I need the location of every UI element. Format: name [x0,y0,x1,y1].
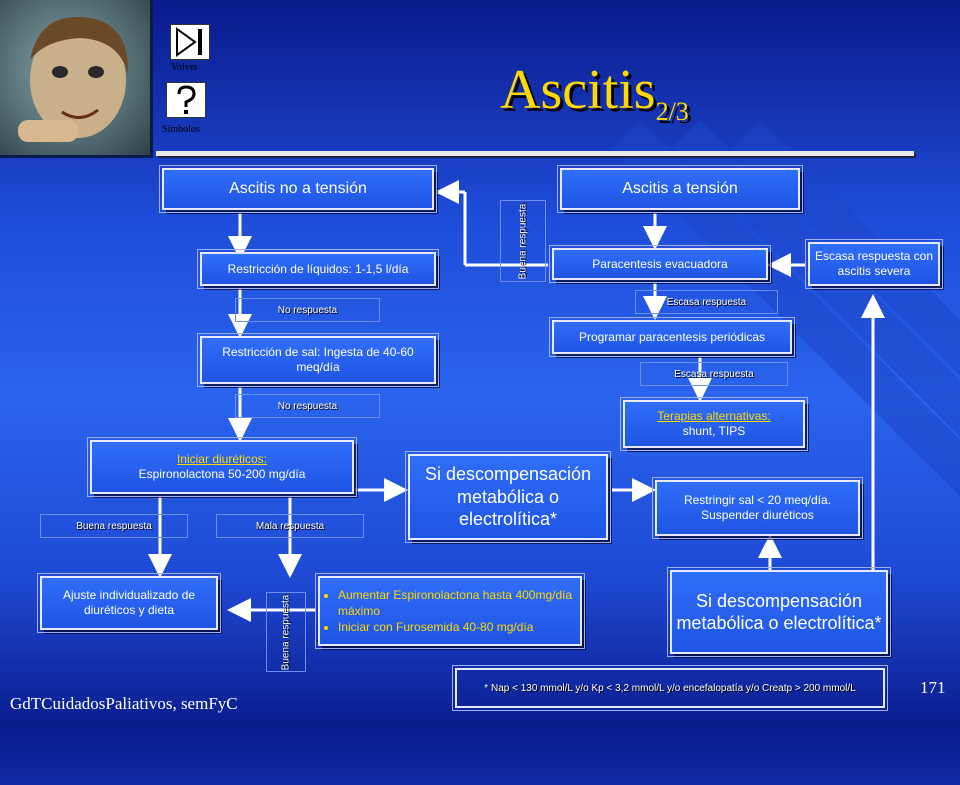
treatment-list: Aumentar Espironolactona hasta 400mg/día… [320,587,580,636]
page-number: 171 [920,678,946,697]
si-descompensacion-box-1[interactable]: Si descompensación metabólica o electrol… [405,451,611,543]
treatment-item: Aumentar Espironolactona hasta 400mg/día… [338,587,580,619]
restriccion-sal-box[interactable]: Restricción de sal: Ingesta de 40-60 meq… [197,333,439,387]
escasa-respuesta-severa-box[interactable]: Escasa respuesta con ascitis severa [805,239,943,289]
buena-respuesta-vertical-top: Buena respuesta [500,200,546,282]
iniciar-diureticos-box[interactable]: Iniciar diuréticos: Espironolactona 50-2… [87,437,357,497]
footer-credit: GdTCuidadosPaliativos, semFyC [10,694,238,713]
ascitis-tension-box[interactable]: Ascitis a tensión [557,165,803,213]
buena-respuesta-vertical-bottom: Buena respuesta [266,592,306,672]
back-label[interactable]: Volver [171,62,198,73]
footnote: * Nap < 130 mmol/L y/o Kp < 3,2 mmol/L y… [452,665,888,711]
play-back-icon [176,27,202,57]
restringir-sal-box[interactable]: Restringir sal < 20 meq/día. Suspender d… [652,477,863,539]
symbols-label[interactable]: Símbolos [162,124,200,135]
no-respuesta-label-1: No respuesta [235,298,380,322]
page-title: Ascitis2/3 [500,59,689,127]
programar-paracentesis-box[interactable]: Programar paracentesis periódicas [549,317,795,357]
buena-respuesta-label: Buena respuesta [40,514,188,538]
escasa-respuesta-label-2: Escasa respuesta [640,362,788,386]
back-button[interactable] [170,24,210,60]
diureticos-text: Espironolactona 50-200 mg/día [138,467,306,481]
si-descompensacion-box-2[interactable]: Si descompensación metabólica o electrol… [667,567,891,657]
restriccion-liquidos-box[interactable]: Restricción de líquidos: 1-1,5 l/día [197,249,439,289]
question-icon [177,85,196,114]
diureticos-title: Iniciar diuréticos: [176,452,268,466]
title-divider [156,151,914,156]
ascitis-no-tension-box[interactable]: Ascitis no a tensión [159,165,437,213]
paracentesis-box[interactable]: Paracentesis evacuadora [549,245,771,283]
terapias-text: shunt, TIPS [682,424,746,438]
no-respuesta-label-2: No respuesta [235,394,380,418]
ajuste-individualizado-box[interactable]: Ajuste individualizado de diuréticos y d… [37,573,221,633]
aumentar-espironolactona-box[interactable]: Aumentar Espironolactona hasta 400mg/día… [315,573,585,649]
symbols-button[interactable] [166,82,206,118]
portrait-image [0,0,153,158]
escasa-respuesta-label-1: Escasa respuesta [635,290,778,314]
terapias-title: Terapias alternativas: [657,409,771,423]
mala-respuesta-label: Mala respuesta [216,514,364,538]
treatment-item: Iniciar con Furosemida 40-80 mg/día [338,619,580,635]
terapias-alternativas-box[interactable]: Terapias alternativas: shunt, TIPS [620,397,808,451]
face-illustration [18,16,129,142]
